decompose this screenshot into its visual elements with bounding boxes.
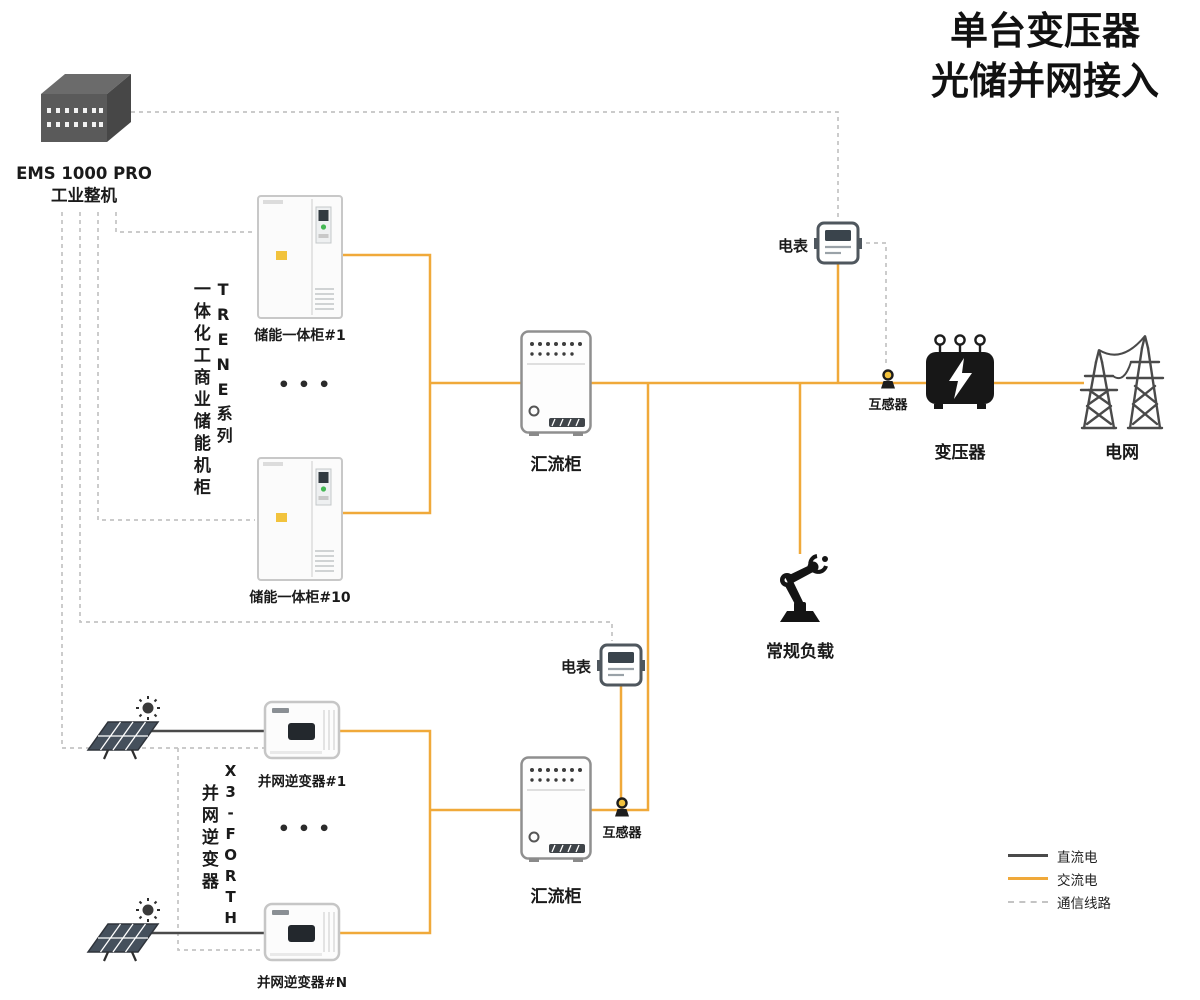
- battery-cabinet-icon: [257, 195, 343, 319]
- legend: 直流电 交流电 通信线路: [1008, 844, 1111, 913]
- meter-upper: [814, 219, 862, 271]
- ems-unit: [33, 68, 133, 157]
- legend-ac-label: 交流电: [1057, 872, 1098, 889]
- storage-series-label-cn: 一体化工商业储能机柜: [189, 280, 210, 500]
- title-line-1: 单台变压器: [949, 9, 1140, 53]
- legend-row-comm: 通信线路: [1008, 890, 1111, 913]
- solar-array-1: [84, 696, 164, 766]
- storage-cabinet-1-label: 储能一体柜#1: [254, 328, 346, 344]
- meter-upper-label: 电表: [777, 237, 808, 255]
- energy-meter-icon: [814, 221, 862, 265]
- regular-load: [768, 552, 832, 630]
- diagram-title: 单台变压器 光储并网接入: [890, 6, 1200, 106]
- ct-lower: [614, 796, 630, 822]
- inverter-1-label: 并网逆变器#1: [257, 774, 347, 790]
- ems-server-icon: [41, 74, 131, 142]
- ems-name: EMS 1000 PRO: [16, 164, 152, 183]
- legend-row-dc: 直流电: [1008, 844, 1111, 867]
- ct-upper-label: 互感器: [868, 398, 908, 413]
- inverter-n: [262, 896, 342, 970]
- title-line-2: 光储并网接入: [930, 59, 1159, 103]
- inverter-icon: [263, 700, 341, 760]
- combiner-upper-label: 汇流柜: [530, 455, 582, 475]
- inverter-series-label-name: X3-FORTH: [221, 762, 240, 930]
- storage-cabinet-10-label: 储能一体柜#10: [249, 590, 351, 606]
- current-transformer-icon: [615, 797, 629, 817]
- combiner-cabinet-upper: [519, 329, 593, 441]
- ac-wires: [339, 253, 1084, 935]
- current-transformer-icon: [881, 369, 895, 389]
- ct-upper: [880, 368, 896, 394]
- legend-row-ac: 交流电: [1008, 867, 1111, 890]
- inverter-series-label: 并网逆变器 X3-FORTH: [197, 762, 240, 930]
- grid-label: 电网: [1105, 443, 1139, 463]
- solar-panel-icon: [86, 696, 160, 760]
- storage-series-label: 一体化工商业储能机柜 TRENE系列: [189, 280, 233, 500]
- transformer-icon: [926, 334, 994, 409]
- solar-panel-icon: [86, 898, 160, 962]
- combiner-lower-label: 汇流柜: [530, 887, 582, 907]
- ems-label: EMS 1000 PRO 工业整机: [16, 163, 152, 207]
- inverter-n-label: 并网逆变器#N: [256, 975, 348, 991]
- ct-lower-label: 互感器: [602, 826, 642, 841]
- inverter-icon: [263, 902, 341, 962]
- inverter-series-label-cn: 并网逆变器: [197, 784, 218, 894]
- grid-connection: [1072, 318, 1172, 434]
- solar-array-2: [84, 898, 164, 968]
- ems-type: 工业整机: [51, 186, 117, 205]
- legend-comm-label: 通信线路: [1057, 895, 1111, 912]
- storage-cabinet-10: [255, 455, 345, 589]
- load-label: 常规负载: [766, 642, 834, 662]
- transformer-unit: [924, 332, 996, 418]
- legend-dc-label: 直流电: [1057, 849, 1098, 866]
- combiner-cabinet-icon: [520, 330, 592, 436]
- dc-line-sample: [1008, 854, 1048, 857]
- comm-wires: [61, 111, 887, 951]
- meter-lower-label: 电表: [560, 658, 591, 676]
- inverter-1: [262, 694, 342, 768]
- combiner-cabinet-icon: [520, 756, 592, 862]
- combiner-cabinet-lower: [519, 755, 593, 867]
- meter-lower: [597, 641, 645, 693]
- transmission-tower-icon: [1079, 335, 1165, 430]
- storage-series-label-name: TRENE系列: [213, 280, 233, 449]
- storage-ellipsis: •••: [277, 374, 339, 396]
- storage-cabinet-1: [255, 193, 345, 327]
- ac-line-sample: [1008, 877, 1048, 880]
- robot-arm-icon: [780, 554, 828, 622]
- comm-line-sample: [1008, 900, 1048, 903]
- inverter-ellipsis: •••: [277, 818, 339, 840]
- transformer-label: 变压器: [934, 443, 986, 463]
- energy-meter-icon: [597, 643, 645, 687]
- battery-cabinet-icon: [257, 457, 343, 581]
- dc-wires: [145, 729, 265, 935]
